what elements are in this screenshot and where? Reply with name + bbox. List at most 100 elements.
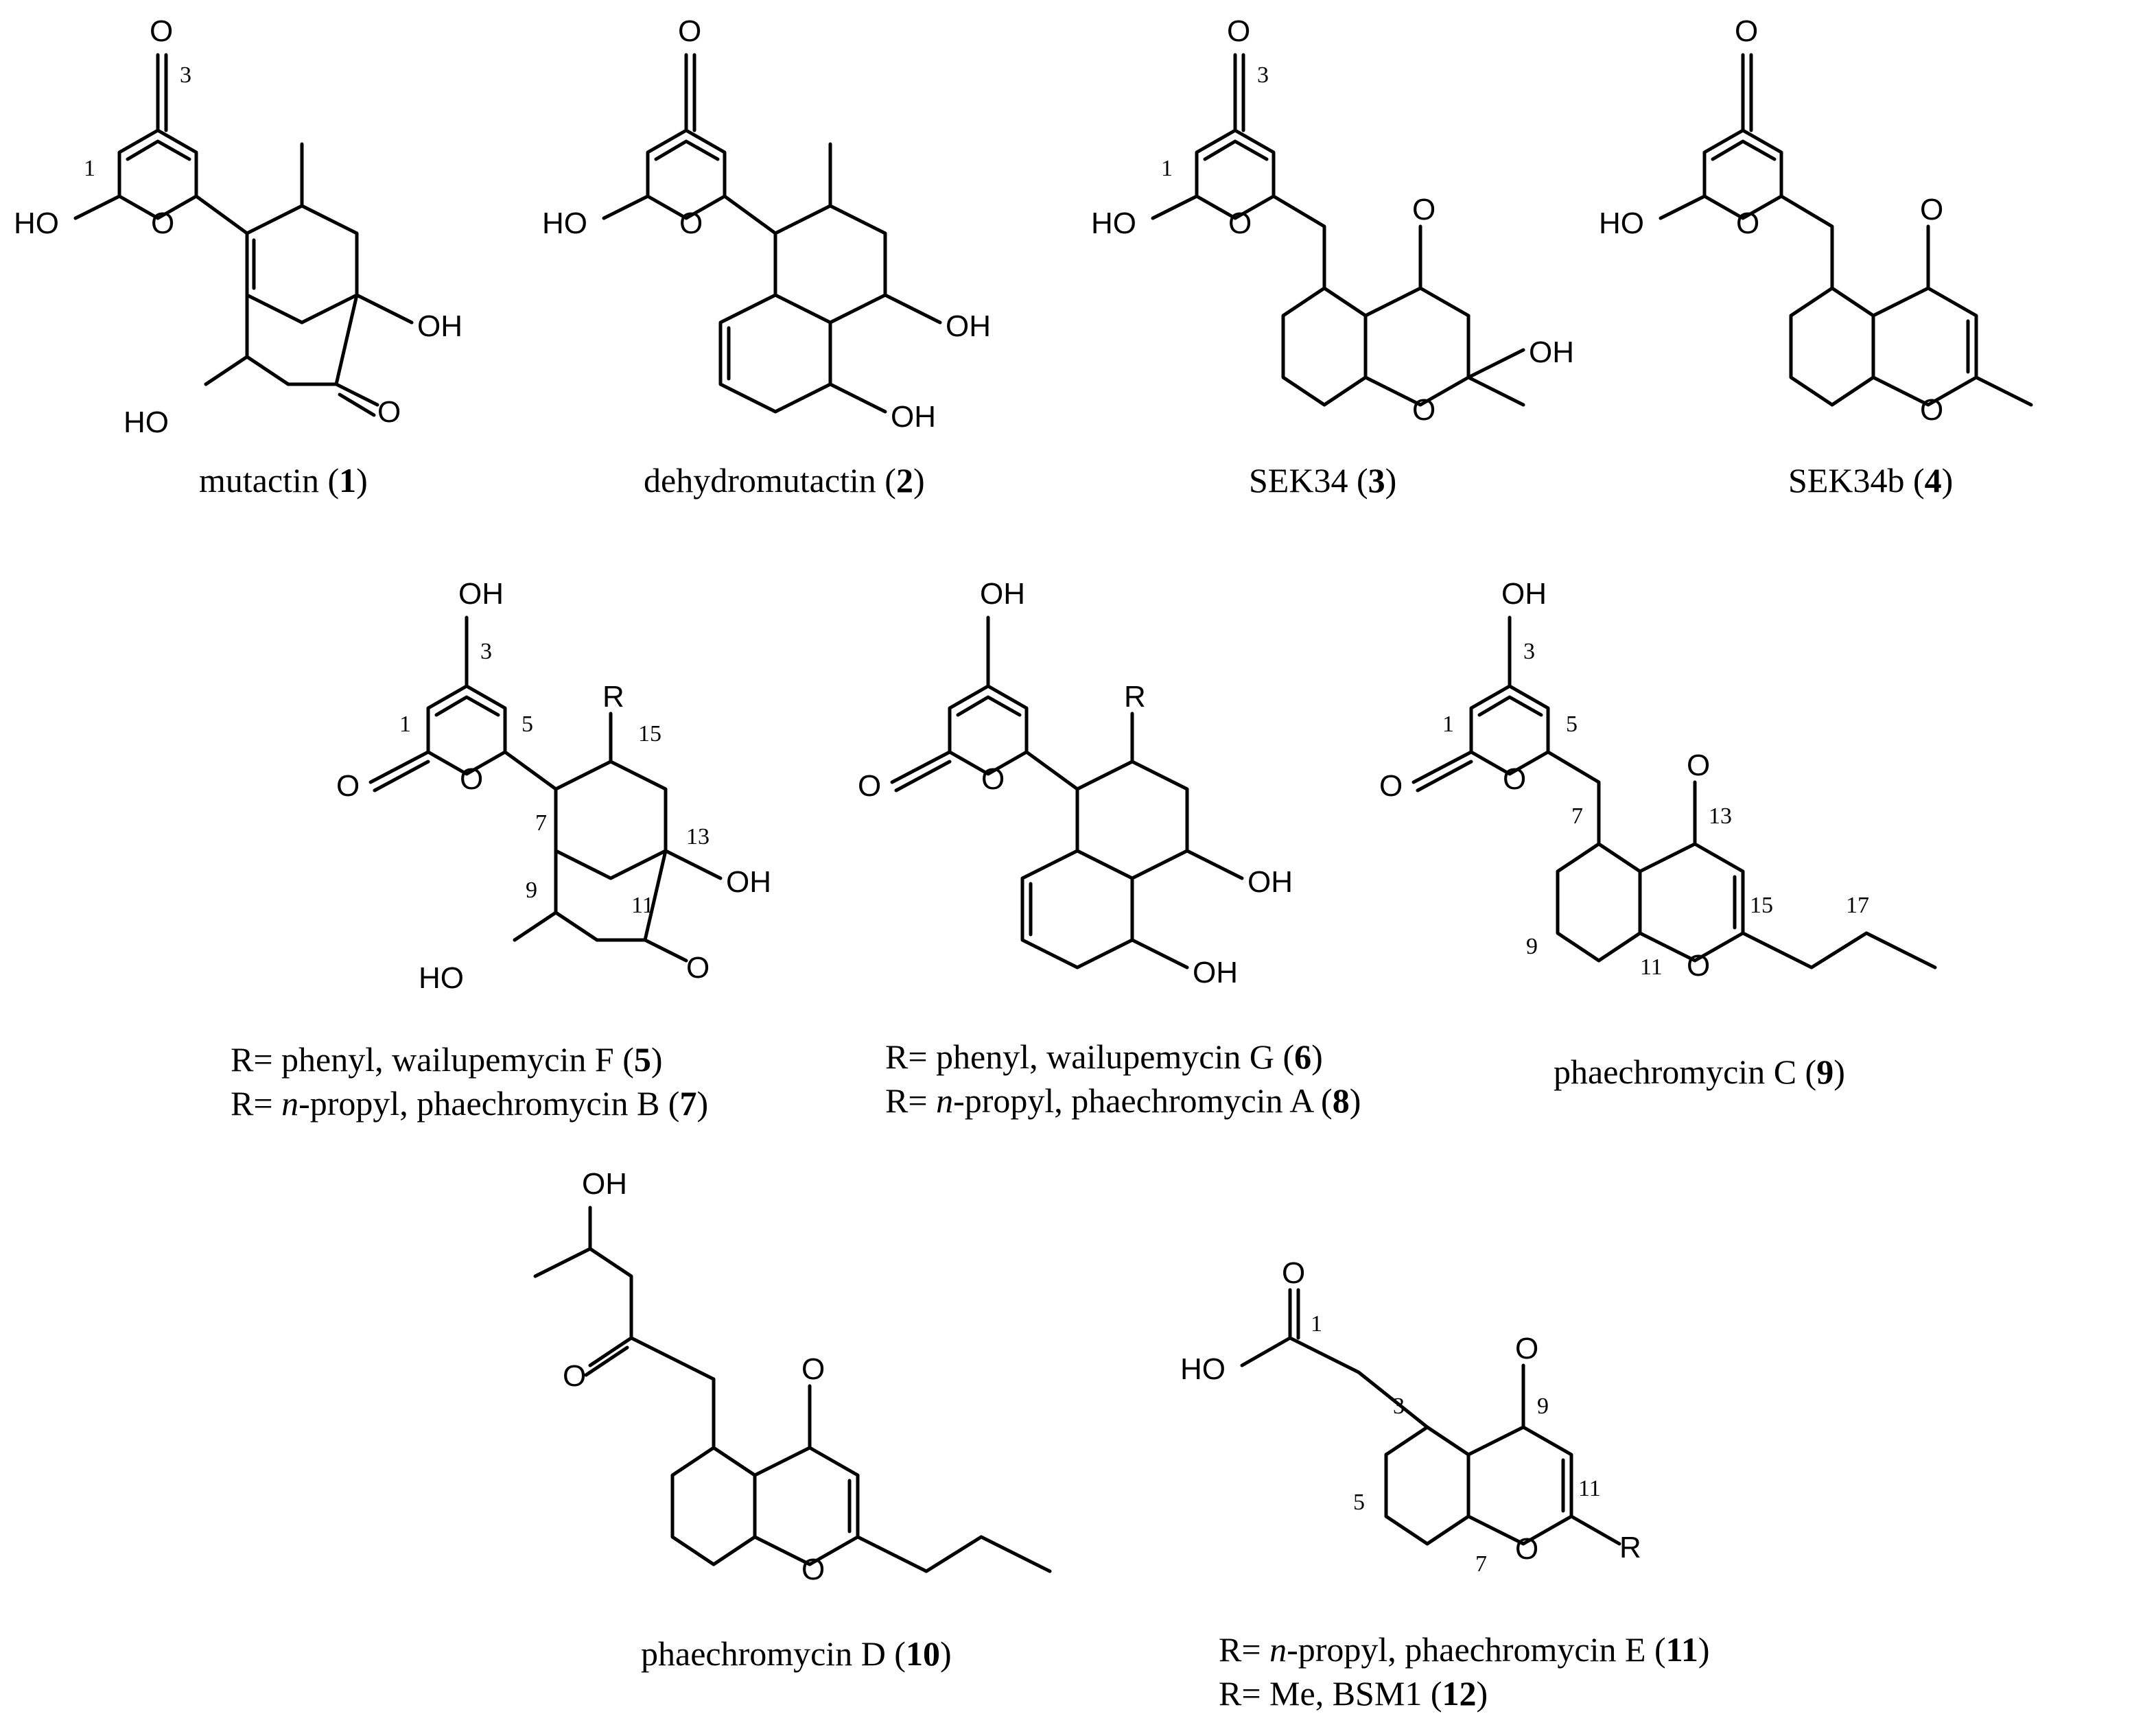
atom-O: O (460, 762, 483, 796)
compound-number: 2 (895, 461, 913, 500)
atom-O: O (678, 14, 701, 48)
locant: 3 (1393, 1394, 1405, 1419)
atom-OH: OH (582, 1167, 627, 1201)
atom-OH: OH (946, 309, 991, 343)
locant: 11 (631, 893, 654, 918)
atom-HO: HO (1091, 207, 1136, 240)
atom-HO: HO (542, 207, 587, 240)
atom-O: O (801, 1352, 825, 1386)
locant: 1 (84, 156, 95, 181)
caption-italic: n (936, 1081, 954, 1120)
caption-text: R= Me, BSM1 ( (1219, 1674, 1442, 1713)
atom-O: O (1515, 1532, 1538, 1566)
caption-text: ) (696, 1084, 709, 1123)
atom-O: O (1379, 769, 1403, 803)
caption-text: phaechromycin D ( (641, 1634, 906, 1673)
locant: 15 (1750, 893, 1773, 918)
atom-O: O (1920, 193, 1943, 226)
caption-phaechromycin-D: phaechromycin D (10) (641, 1632, 952, 1676)
locant: 5 (522, 712, 533, 737)
atom-O: O (981, 762, 1005, 796)
atom-O: O (858, 769, 881, 803)
compound-number: 7 (679, 1084, 697, 1123)
atom-OH: OH (417, 309, 462, 343)
caption-text: R= phenyl, wailupemycin F ( (231, 1040, 634, 1079)
atom-OH: OH (1247, 865, 1293, 899)
atom-OH: OH (891, 400, 936, 434)
atom-R: R (602, 680, 624, 714)
compound-number: 11 (1665, 1630, 1698, 1669)
locant: 1 (1311, 1311, 1322, 1337)
caption-text: SEK34b ( (1788, 461, 1925, 500)
structure-phaechromycin-E: O HO O O R 1 3 5 7 9 11 (1180, 1256, 1641, 1577)
caption-text: ) (939, 1634, 952, 1673)
caption-phaechromycin-A: R= n-propyl, phaechromycin A (8) (885, 1079, 1361, 1123)
atom-OH: OH (726, 865, 771, 899)
atom-HO: HO (14, 207, 59, 240)
caption-wailupemycin-F: R= phenyl, wailupemycin F (5) (231, 1037, 663, 1081)
caption-text: R= (885, 1081, 937, 1120)
caption-text: ) (1476, 1674, 1488, 1713)
locant: 7 (1475, 1551, 1487, 1577)
atom-R: R (1124, 680, 1146, 714)
locant: 15 (638, 721, 661, 747)
atom-O: O (801, 1553, 825, 1586)
caption-italic: n (281, 1084, 299, 1123)
caption-SEK34b: SEK34b (4) (1788, 458, 1953, 502)
caption-italic: n (1269, 1630, 1287, 1669)
caption-phaechromycin-E: R= n-propyl, phaechromycin E (11) (1219, 1628, 1710, 1671)
structure-SEK34b: O O HO O O (1599, 14, 2033, 427)
locant: 3 (480, 639, 492, 664)
atom-O: O (1687, 749, 1710, 782)
caption-text: R= (1219, 1630, 1270, 1669)
atom-O: O (1412, 193, 1436, 226)
locant: 17 (1846, 893, 1869, 918)
caption-text: ) (651, 1040, 663, 1079)
caption-phaechromycin-C: phaechromycin C (9) (1554, 1050, 1845, 1094)
atom-O: O (1282, 1256, 1305, 1290)
caption-mutactin: mutactin (1) (199, 458, 368, 502)
structure-dehydromutactin: O O HO OH OH (542, 14, 991, 434)
atom-OH: OH (458, 577, 504, 611)
atom-OH: OH (980, 577, 1025, 611)
compound-number: 10 (905, 1634, 940, 1673)
structure-phaechromycin-C: OH O O O O 1 3 5 7 9 11 13 15 17 (1379, 577, 1937, 983)
atom-O: O (1227, 14, 1250, 48)
atom-O: O (1920, 393, 1943, 427)
compound-number: 1 (339, 461, 357, 500)
caption-text: ) (1349, 1081, 1361, 1120)
caption-text: ) (1698, 1630, 1710, 1669)
atom-R: R (1619, 1531, 1641, 1564)
atom-O: O (686, 951, 710, 985)
atom-O: O (1503, 762, 1526, 796)
locant: 3 (1257, 62, 1269, 88)
atom-OH: OH (1193, 956, 1238, 989)
locant: 11 (1578, 1476, 1601, 1501)
structure-wailupemycin-F: OH O O R OH HO O 1 3 5 7 9 11 13 15 (336, 577, 771, 995)
atom-HO: HO (419, 961, 464, 995)
caption-text: R= (231, 1084, 282, 1123)
atom-O: O (1228, 207, 1252, 240)
atom-O: O (336, 769, 360, 803)
caption-text: ) (356, 461, 368, 500)
atom-OH: OH (1501, 577, 1547, 611)
atom-OH: OH (1529, 336, 1574, 369)
caption-wailupemycin-G: R= phenyl, wailupemycin G (6) (885, 1035, 1323, 1079)
locant: 5 (1353, 1490, 1365, 1515)
compound-number: 12 (1442, 1674, 1477, 1713)
locant: 13 (1709, 803, 1732, 829)
caption-text: R= phenyl, wailupemycin G ( (885, 1037, 1295, 1076)
locant: 1 (399, 712, 411, 737)
atom-O: O (151, 207, 174, 240)
caption-text: ) (1311, 1037, 1323, 1076)
caption-phaechromycin-B: R= n-propyl, phaechromycin B (7) (231, 1081, 708, 1125)
caption-text: ) (1833, 1053, 1845, 1091)
locant: 1 (1442, 712, 1454, 737)
locant: 7 (1571, 803, 1583, 829)
locant: 7 (535, 810, 547, 836)
compound-number: 5 (633, 1040, 651, 1079)
caption-text: SEK34 ( (1249, 461, 1368, 500)
locant: 9 (526, 878, 537, 903)
atom-O: O (1515, 1332, 1538, 1365)
atom-O: O (1687, 949, 1710, 983)
